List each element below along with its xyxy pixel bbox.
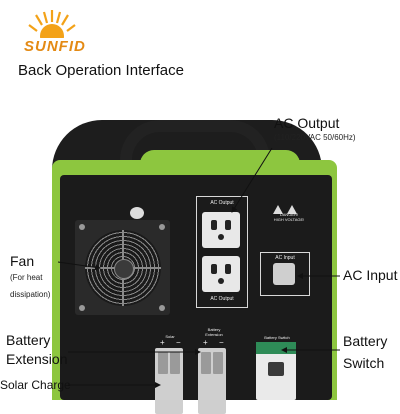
socket-hole-icon xyxy=(225,264,231,274)
battery-extension-label-1: Battery xyxy=(207,327,221,332)
plus-icon: + xyxy=(160,338,165,347)
battery-switch-callout-2: Switch xyxy=(343,355,385,371)
warning-triangle-icon xyxy=(287,205,297,214)
plus-icon: + xyxy=(203,338,208,347)
minus-icon: − xyxy=(176,338,181,347)
screw-icon xyxy=(79,305,85,311)
battery-switch-lever[interactable] xyxy=(268,362,284,376)
terminal-slot xyxy=(201,352,211,374)
danger-label: DANGER! HIGH VOLTAGE! xyxy=(265,212,313,222)
socket-hole-icon xyxy=(225,220,231,230)
solar-charge-callout: Solar Charge xyxy=(0,378,71,392)
ac-input-panel-label: AC Input xyxy=(275,255,295,261)
terminal-slot xyxy=(170,352,180,374)
socket-hole-icon xyxy=(211,264,217,274)
ac-input-callout: AC Input xyxy=(343,267,398,283)
fan-hub-icon xyxy=(114,259,134,279)
screw-icon xyxy=(159,305,165,311)
battery-switch-callout-1: Battery xyxy=(343,333,388,349)
battery-extension-panel-label: Battery Extension xyxy=(196,327,232,337)
ac-input-panel xyxy=(260,252,310,296)
ac-output-socket-1[interactable] xyxy=(202,212,240,248)
warning-triangle-icon xyxy=(273,205,283,214)
sticker-icon xyxy=(130,207,144,219)
danger-line-2: HIGH VOLTAGE! xyxy=(273,217,305,223)
brand-logo-text: SUNFID xyxy=(24,38,86,55)
ac-output-callout: AC Output xyxy=(274,115,340,131)
callout-lines xyxy=(57,147,340,388)
fan-callout-sub-1: (For heat xyxy=(10,273,43,282)
screw-icon xyxy=(79,224,85,230)
terminal-slot xyxy=(213,352,223,374)
ac-output-socket-2[interactable] xyxy=(202,256,240,292)
battery-switch-panel-label: Battery Switch xyxy=(264,335,290,340)
ac-output-bottom-label: AC Output xyxy=(210,296,234,302)
ac-output-top-label: AC Output xyxy=(210,200,234,206)
fan-pointer xyxy=(57,261,101,271)
solar-panel-label: Solar xyxy=(165,334,175,339)
battery-extension-label-2: Extension xyxy=(205,332,223,337)
sun-logo-icon xyxy=(28,10,76,38)
battery-extension-callout-2: Extension xyxy=(6,351,68,367)
minus-icon: − xyxy=(219,338,224,347)
battery-extension-callout-1: Battery xyxy=(6,332,51,348)
danger-line-1: DANGER! xyxy=(279,212,299,217)
fan-callout: Fan xyxy=(10,253,35,269)
socket-hole-icon xyxy=(211,220,217,230)
ac-output-panel xyxy=(196,196,248,308)
socket-ground-icon xyxy=(218,234,224,240)
ac-output-pointer xyxy=(231,147,273,213)
ac-output-callout-sub: (110/220VAC 50/60Hz) xyxy=(274,133,356,142)
ac-input-socket[interactable] xyxy=(273,263,295,285)
page-title: Back Operation Interface xyxy=(18,62,184,79)
terminal-slot xyxy=(158,352,168,374)
fan-callout-sub-2: dissipation) xyxy=(10,290,51,299)
screw-icon xyxy=(159,224,165,230)
socket-ground-icon xyxy=(218,278,224,284)
